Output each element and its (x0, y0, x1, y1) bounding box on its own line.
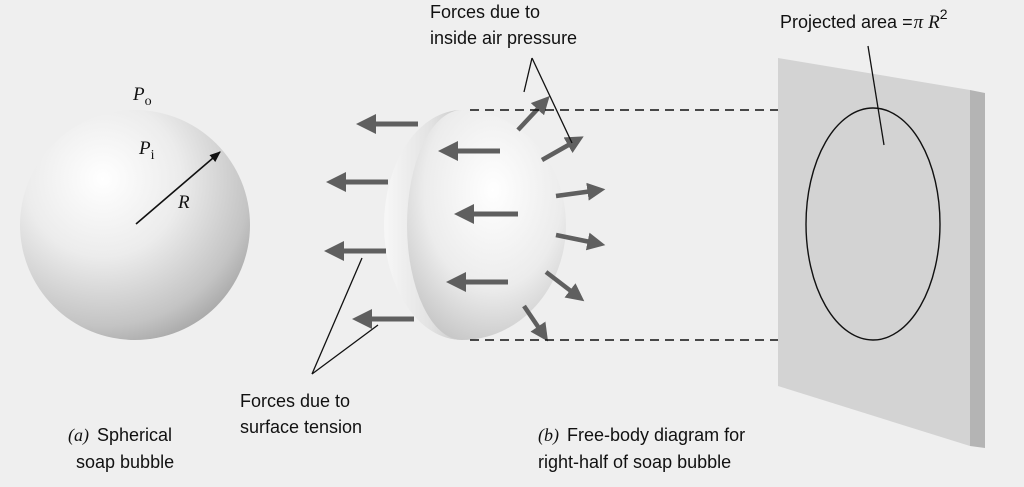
leader-line (531, 57, 573, 144)
inside-pressure-label-line2: inside air pressure (430, 28, 577, 48)
caption-a-line1: (a)Spherical (68, 425, 172, 446)
inside-pressure-leaders (523, 57, 573, 144)
sphere-group: R Po Pi (20, 84, 250, 340)
leader-line (311, 324, 379, 375)
caption-b-line2: right-half of soap bubble (538, 452, 731, 472)
surface-tension-label-line2: surface tension (240, 417, 362, 437)
caption-b-line1: (b)Free-body diagram for (538, 425, 745, 446)
radius-symbol: R (177, 192, 190, 213)
projected-area-leader (867, 45, 885, 146)
projected-area-ellipse (805, 107, 941, 341)
outer-pressure-arrows (516, 96, 606, 342)
inside-pressure-arrow (555, 232, 606, 251)
surface-tension-arrows (324, 114, 418, 329)
outside-pressure-symbol: Po (132, 84, 152, 109)
leader-line (311, 257, 363, 375)
inside-pressure-arrow (555, 182, 606, 201)
inner-pressure-arrows (438, 141, 518, 292)
inside-pressure-arrow (516, 96, 550, 132)
leader-line (523, 57, 533, 93)
caption-a-line2: soap bubble (76, 452, 174, 472)
surface-tension-label-line1: Forces due to (240, 391, 350, 411)
plane-face (778, 58, 970, 446)
radius-arrow (135, 151, 221, 225)
inside-pressure-symbol: Pi (138, 138, 155, 163)
inside-pressure-label-line1: Forces due to (430, 2, 540, 22)
soap-bubble-sphere (20, 110, 250, 340)
plane-edge (970, 90, 985, 448)
inside-pressure-arrow (522, 304, 549, 342)
inside-pressure-arrow (544, 270, 585, 302)
surface-tension-leaders (311, 257, 379, 375)
projection-plane (778, 45, 985, 448)
inside-pressure-arrow (540, 136, 584, 162)
hemisphere-outer-surface (404, 110, 566, 340)
hemisphere-group (384, 110, 566, 340)
hemisphere-inner-cavity (384, 110, 462, 340)
